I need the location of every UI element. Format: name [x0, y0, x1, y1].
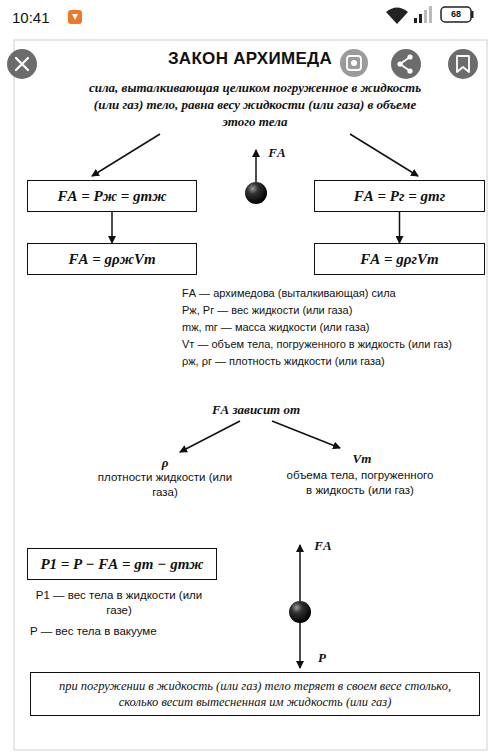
formula-text: FА = gρгVт — [360, 251, 439, 268]
formula-text: FА = gρжVт — [68, 251, 155, 268]
definition-line: mж, mг — масса жидкости (или газа) — [182, 321, 482, 333]
formula-text: P1 = P − FА = gm − gmж — [40, 556, 203, 573]
definition-line: ρж, ρг — плотность жидкости (или газа) — [182, 355, 482, 367]
pointer-arrow — [350, 134, 418, 176]
poster-frame — [14, 40, 487, 750]
share-glyph — [397, 61, 402, 66]
share-button — [391, 49, 421, 79]
weight-definition: P — вес тела в вакууме — [30, 624, 230, 639]
pointer-arrow — [180, 421, 240, 452]
note-box: при погружении в жидкость (или газ) тело… — [30, 672, 480, 716]
definition-line: Vт — объем тела, погруженного в жидкость… — [182, 338, 482, 350]
lens-glyph — [351, 60, 357, 66]
battery-tip — [471, 11, 474, 18]
weight-label: P — [310, 650, 334, 666]
wifi-icon — [386, 8, 408, 25]
battery-level: 68 — [441, 9, 471, 19]
formula-box: P1 = P − FА = gm − gmж — [27, 548, 217, 580]
force-arrow — [299, 545, 301, 601]
status-time: 10:41 — [12, 9, 82, 26]
share-glyph — [407, 54, 412, 59]
formula-box: FА = Pж = gmж — [27, 180, 197, 212]
close-button — [7, 49, 37, 79]
formula-text: FА = Pг = gmг — [354, 188, 446, 205]
signal-bar — [419, 14, 422, 23]
law-statement: сила, выталкивающая целиком погруженное … — [88, 80, 422, 131]
signal-bar — [414, 18, 417, 23]
close-glyph — [16, 58, 28, 70]
dependency-heading: FА зависит от — [186, 402, 326, 418]
notification-glyph — [72, 14, 78, 20]
formula-box: FА = gρгVт — [314, 243, 485, 275]
force-arrow — [255, 150, 257, 182]
definition-line: FА — архимедова (выталкивающая) сила — [182, 287, 482, 299]
dependency-text: плотности жидкости (или газа) — [95, 470, 235, 500]
connector-arrow — [399, 212, 401, 243]
battery-outline — [441, 7, 471, 22]
force-label: FА — [308, 538, 338, 554]
formula-box: FА = Pг = gmг — [314, 180, 485, 212]
force-label: FА — [262, 145, 292, 161]
formula-box: FА = gρжVт — [27, 243, 197, 275]
share-glyph — [407, 68, 412, 73]
signal-bar — [429, 6, 432, 23]
dependency-text: объема тела, погруженного в жидкость (ил… — [282, 468, 438, 498]
pointer-arrow — [272, 421, 340, 448]
weight-arrow — [299, 623, 301, 668]
bookmark-glyph — [457, 56, 469, 72]
volume-symbol: Vт — [345, 451, 379, 467]
lens-button — [340, 49, 368, 77]
pointer-arrow — [92, 134, 160, 176]
lens-glyph — [347, 56, 361, 70]
bookmark-button — [448, 49, 478, 79]
note-text: при погружении в жидкость (или газ) тело… — [31, 676, 479, 713]
status-bar — [0, 0, 500, 38]
signal-bar — [424, 10, 427, 23]
body-ball — [245, 182, 267, 204]
weight-definition: P1 — вес тела в жидкости (или газе) — [26, 588, 212, 618]
density-symbol: ρ — [150, 455, 180, 471]
connector-arrow — [111, 212, 113, 243]
poster-title: ЗАКОН АРХИМЕДА — [0, 49, 500, 69]
formula-text: FА = Pж = gmж — [58, 188, 167, 205]
definition-line: Pж, Pг — вес жидкости (или газа) — [182, 304, 482, 316]
notification-icon — [68, 10, 82, 24]
body-ball — [289, 601, 311, 623]
